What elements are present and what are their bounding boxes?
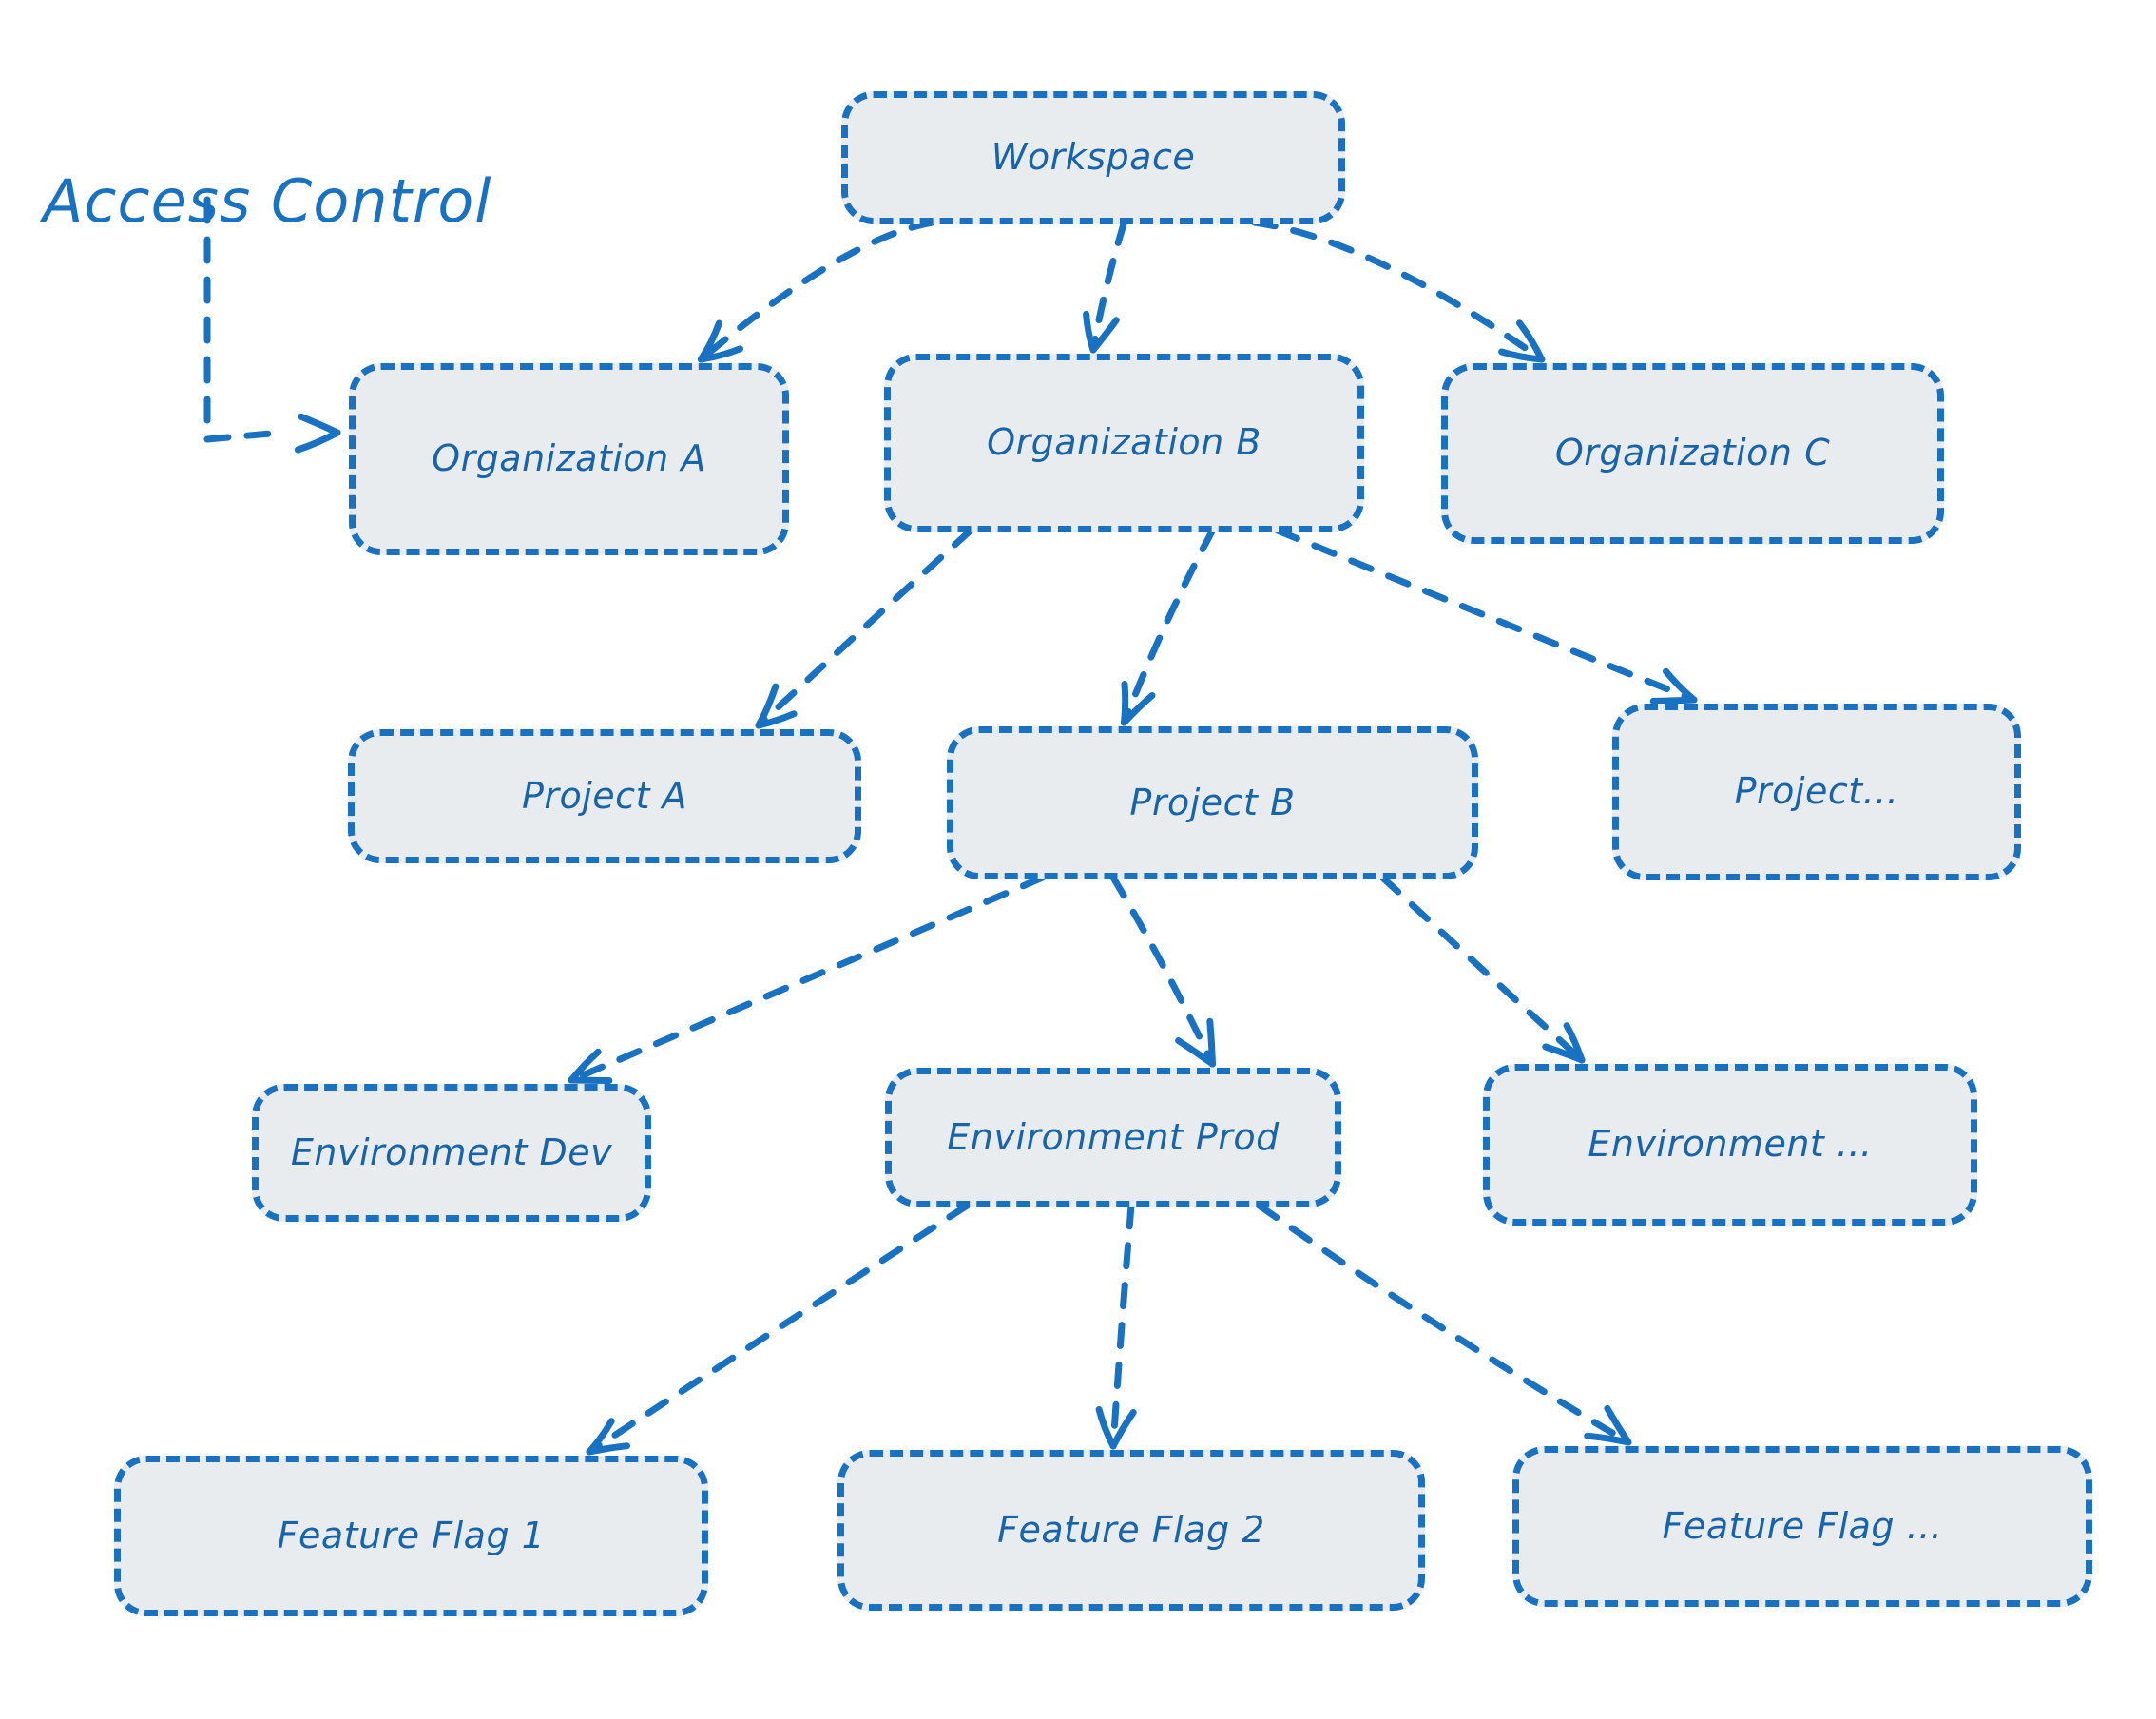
edge-access-control-pointer bbox=[203, 196, 341, 454]
node-label: Feature Flag 1 bbox=[277, 1514, 546, 1556]
node-org-a[interactable]: Organization A bbox=[349, 363, 789, 555]
node-label: Organization A bbox=[432, 437, 706, 480]
edge-orgb-pb bbox=[1121, 527, 1216, 726]
node-org-b[interactable]: Organization B bbox=[884, 354, 1364, 532]
edge-ep-ff2 bbox=[1095, 1202, 1137, 1450]
node-env-x[interactable]: Environment ... bbox=[1483, 1064, 1977, 1226]
node-project-b[interactable]: Project B bbox=[947, 726, 1478, 879]
edge-ep-ff1 bbox=[586, 1202, 971, 1456]
node-label: Feature Flag 2 bbox=[997, 1508, 1265, 1551]
node-label: Project... bbox=[1734, 770, 1899, 813]
edge-ws-orgb bbox=[1083, 219, 1127, 354]
node-label: Environment Dev bbox=[290, 1130, 613, 1173]
node-env-dev[interactable]: Environment Dev bbox=[252, 1084, 651, 1222]
node-flag-x[interactable]: Feature Flag ... bbox=[1512, 1446, 2092, 1607]
node-label: Workspace bbox=[991, 136, 1196, 179]
edge-ep-ffx bbox=[1256, 1202, 1632, 1446]
edge-pb-envprod bbox=[1109, 874, 1216, 1068]
node-flag-1[interactable]: Feature Flag 1 bbox=[114, 1456, 708, 1616]
node-env-prod[interactable]: Environment Prod bbox=[885, 1068, 1341, 1207]
node-label: Organization B bbox=[987, 421, 1261, 464]
edge-orgb-pa bbox=[755, 527, 974, 729]
edge-pb-envx bbox=[1378, 874, 1586, 1064]
node-project-a[interactable]: Project A bbox=[348, 729, 861, 863]
node-label: Organization C bbox=[1554, 432, 1831, 474]
node-label: Project B bbox=[1129, 781, 1296, 823]
node-label: Environment Prod bbox=[947, 1115, 1280, 1158]
node-label: Feature Flag ... bbox=[1662, 1504, 1943, 1547]
node-flag-2[interactable]: Feature Flag 2 bbox=[837, 1450, 1425, 1611]
node-workspace[interactable]: Workspace bbox=[841, 91, 1345, 224]
node-project-x[interactable]: Project... bbox=[1612, 704, 2021, 880]
node-label: Environment ... bbox=[1588, 1123, 1873, 1166]
access-control-annotation: Access Control bbox=[43, 166, 492, 236]
node-org-c[interactable]: Organization C bbox=[1441, 363, 1944, 544]
edge-ws-orgc bbox=[1251, 219, 1546, 363]
edge-ws-orga bbox=[697, 219, 935, 363]
edge-pb-envdev bbox=[568, 874, 1047, 1084]
edge-orgb-px bbox=[1274, 527, 1698, 705]
node-label: Project A bbox=[521, 774, 688, 817]
